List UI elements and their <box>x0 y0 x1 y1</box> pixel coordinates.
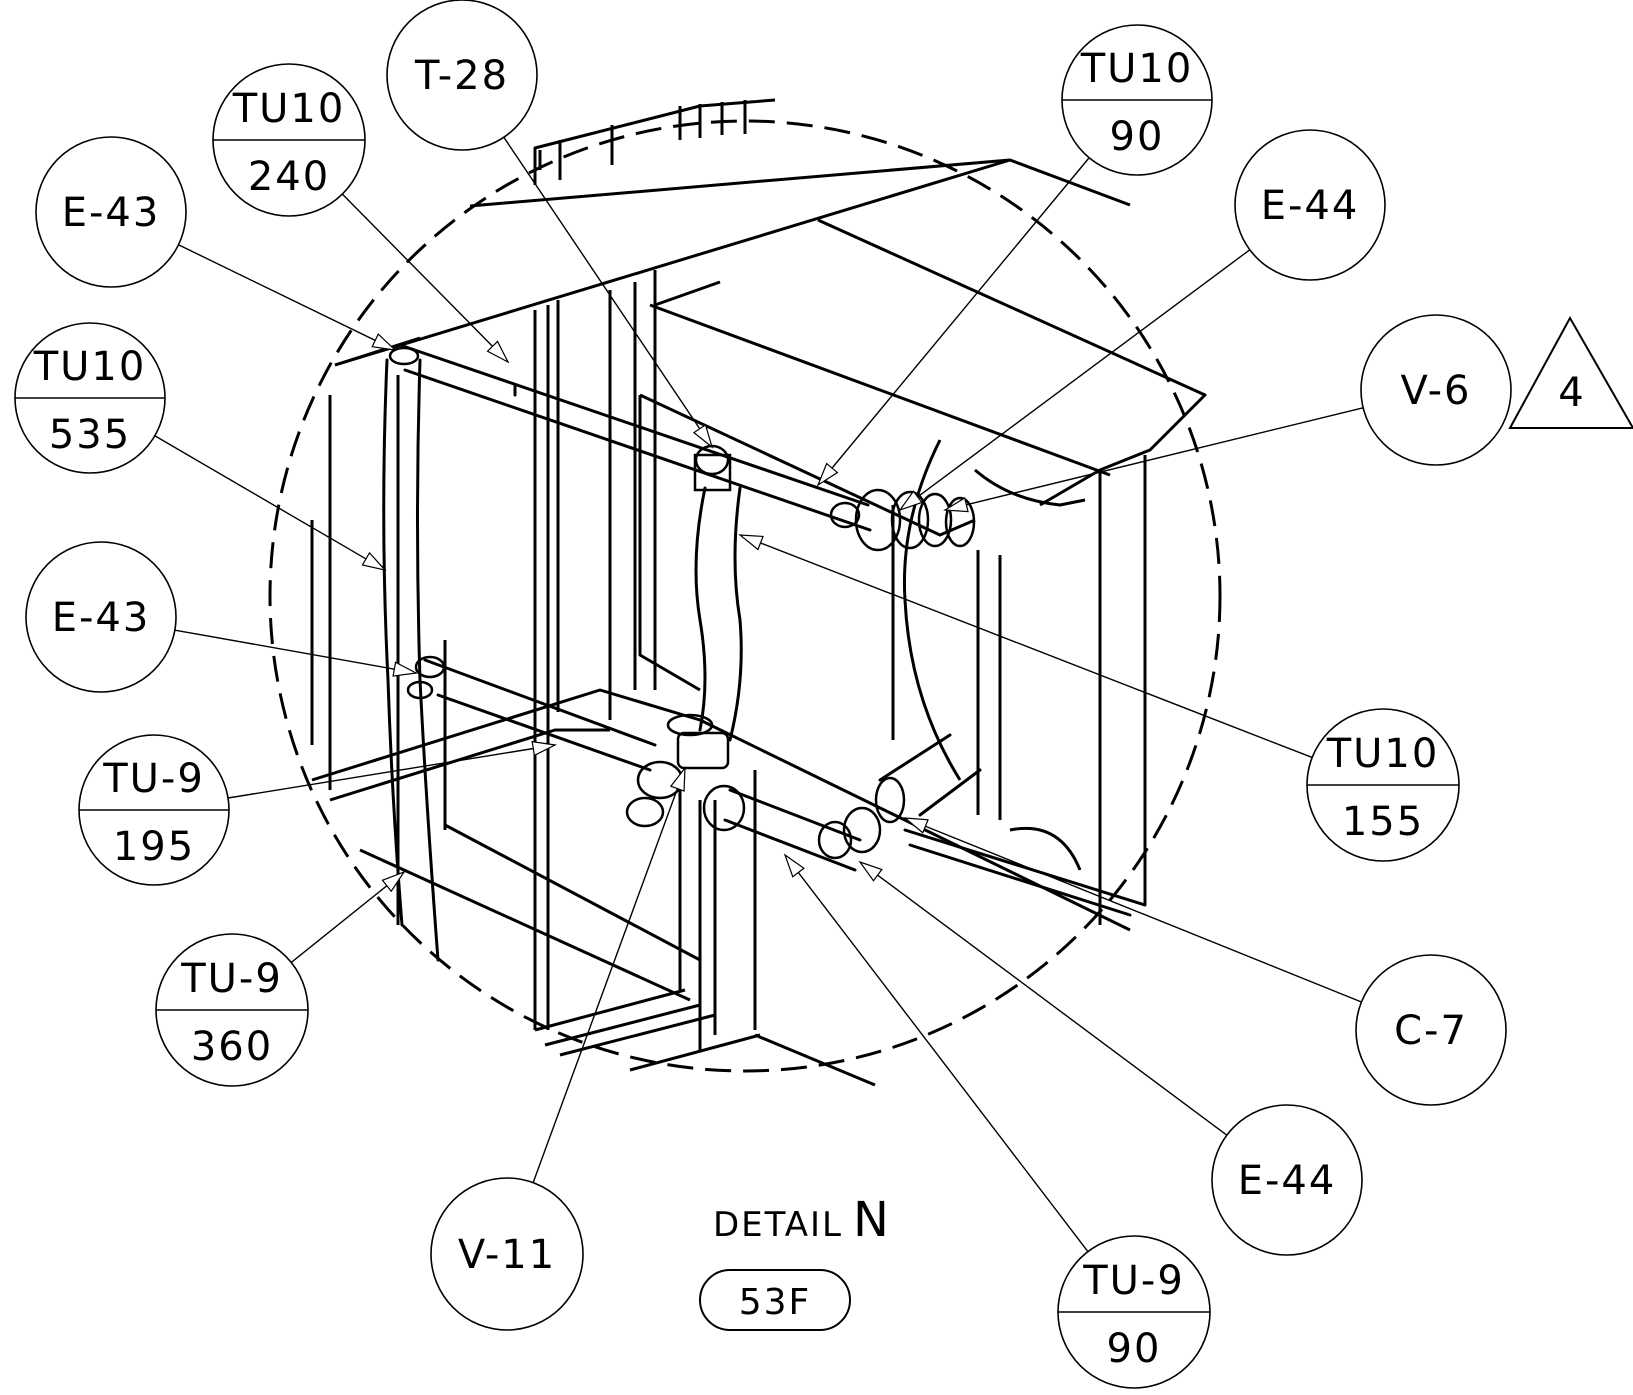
callout-part-code: TU10 <box>33 344 147 390</box>
arrowhead-tu10-155 <box>738 534 764 551</box>
callout-tu9-195: TU-9 195 <box>78 734 230 886</box>
arrowhead-t28 <box>692 423 714 449</box>
callout-e43-upper: E-43 <box>35 136 187 288</box>
callout-length: 535 <box>49 412 131 458</box>
leader-line-t28 <box>503 136 713 448</box>
callout-part-code: E-43 <box>52 595 151 641</box>
sheet-ref: 53F <box>739 1282 812 1323</box>
callout-tu10-155: TU10 155 <box>1306 708 1460 862</box>
callout-part-code: V-11 <box>458 1232 556 1278</box>
leader-line-tu9-90 <box>784 854 1089 1253</box>
callout-part-code: V-6 <box>1401 368 1472 414</box>
callout-e44-upper: E-44 <box>1234 129 1386 281</box>
piping <box>382 343 1147 962</box>
callout-length: 155 <box>1342 799 1424 845</box>
leader-line-v6 <box>944 407 1364 511</box>
arrowhead-tu10-535 <box>361 551 387 571</box>
callout-length: 90 <box>1107 1326 1162 1372</box>
leader-line-tu10-155 <box>739 534 1313 759</box>
revision-mark: 4 <box>1558 370 1585 416</box>
leader-line-tu10-90 <box>817 157 1090 486</box>
sheet-ref-capsule <box>699 1269 851 1331</box>
arrowhead-tu9-90 <box>783 853 805 878</box>
arrowhead-tu10-90 <box>816 462 839 487</box>
leader-line-e43-lower <box>174 629 417 674</box>
callout-circle <box>25 541 177 693</box>
callout-tu10-535: TU10 535 <box>14 322 166 474</box>
callout-circle <box>430 1177 584 1331</box>
callout-part-code: E-44 <box>1238 1158 1337 1204</box>
callout-bubbles: T-28TU10240E-43TU10535E-43TU-9195TU-9360… <box>14 0 1512 1389</box>
detail-boundary-circle <box>268 119 1222 1073</box>
leader-line-v11 <box>532 767 686 1183</box>
leader-line-e43-upper <box>178 244 396 351</box>
callout-part-code: E-44 <box>1261 183 1360 229</box>
leader-line-tu9-360 <box>290 871 405 963</box>
callout-part-code: C-7 <box>1394 1008 1468 1054</box>
callout-part-code: E-43 <box>62 190 161 236</box>
frame-structure <box>310 98 1207 1087</box>
callout-t28: T-28 <box>386 0 538 151</box>
arrowhead-e43-lower <box>392 661 418 677</box>
callout-circle <box>35 136 187 288</box>
callout-tu10-240: TU10 240 <box>212 63 366 217</box>
callout-part-code: TU-9 <box>180 956 283 1002</box>
arrowhead-e44-lower <box>858 860 883 882</box>
callout-circle <box>1234 129 1386 281</box>
arrowhead-c7 <box>903 817 929 834</box>
leader-line-c7 <box>904 817 1362 1003</box>
callout-c7: C-7 <box>1355 954 1507 1106</box>
detail-title-prefix: DETAIL <box>713 1205 843 1245</box>
detail-title-letter: N <box>853 1192 889 1248</box>
callout-v11: V-11 <box>430 1177 584 1331</box>
detail-title: DETAIL N 53F <box>699 1192 889 1331</box>
callout-part-code: TU10 <box>232 86 346 132</box>
callout-part-code: TU10 <box>1080 46 1194 92</box>
callout-length: 90 <box>1110 114 1165 160</box>
arrowhead-v6 <box>943 497 969 513</box>
callout-tu9-90: TU-9 90 <box>1057 1235 1211 1389</box>
arrowhead-v11 <box>669 766 686 792</box>
callout-part-code: TU-9 <box>102 756 205 802</box>
callout-length: 360 <box>191 1024 273 1070</box>
leader-line-e44-upper <box>899 249 1251 511</box>
arrowhead-tu10-240 <box>486 340 510 364</box>
leader-line-e44-lower <box>859 861 1228 1136</box>
callout-circle <box>1355 954 1507 1106</box>
callout-tu9-360: TU-9 360 <box>155 933 309 1087</box>
callout-part-code: TU-9 <box>1082 1258 1185 1304</box>
callout-length: 240 <box>248 154 330 200</box>
callout-part-code: TU10 <box>1326 731 1440 777</box>
arrowhead-e43-upper <box>371 333 397 351</box>
callout-length: 195 <box>113 824 195 870</box>
callout-circle <box>386 0 538 151</box>
callout-circle <box>1211 1104 1363 1256</box>
arrowhead-tu9-195 <box>531 740 557 757</box>
leader-line-tu9-195 <box>227 744 556 799</box>
revision-triangle: 4 <box>1508 315 1633 429</box>
arrowhead-tu9-360 <box>381 870 406 893</box>
callout-v6: V-6 <box>1360 314 1512 466</box>
arrowhead-e44-upper <box>898 490 923 512</box>
callout-e44-lower: E-44 <box>1211 1104 1363 1256</box>
callout-tu10-90: TU10 90 <box>1061 24 1213 176</box>
callout-e43-lower: E-43 <box>25 541 177 693</box>
callout-circle <box>1360 314 1512 466</box>
callout-part-code: T-28 <box>414 53 509 99</box>
leader-line-tu10-535 <box>154 435 386 571</box>
leader-lines <box>154 136 1364 1253</box>
leader-line-tu10-240 <box>341 193 509 363</box>
